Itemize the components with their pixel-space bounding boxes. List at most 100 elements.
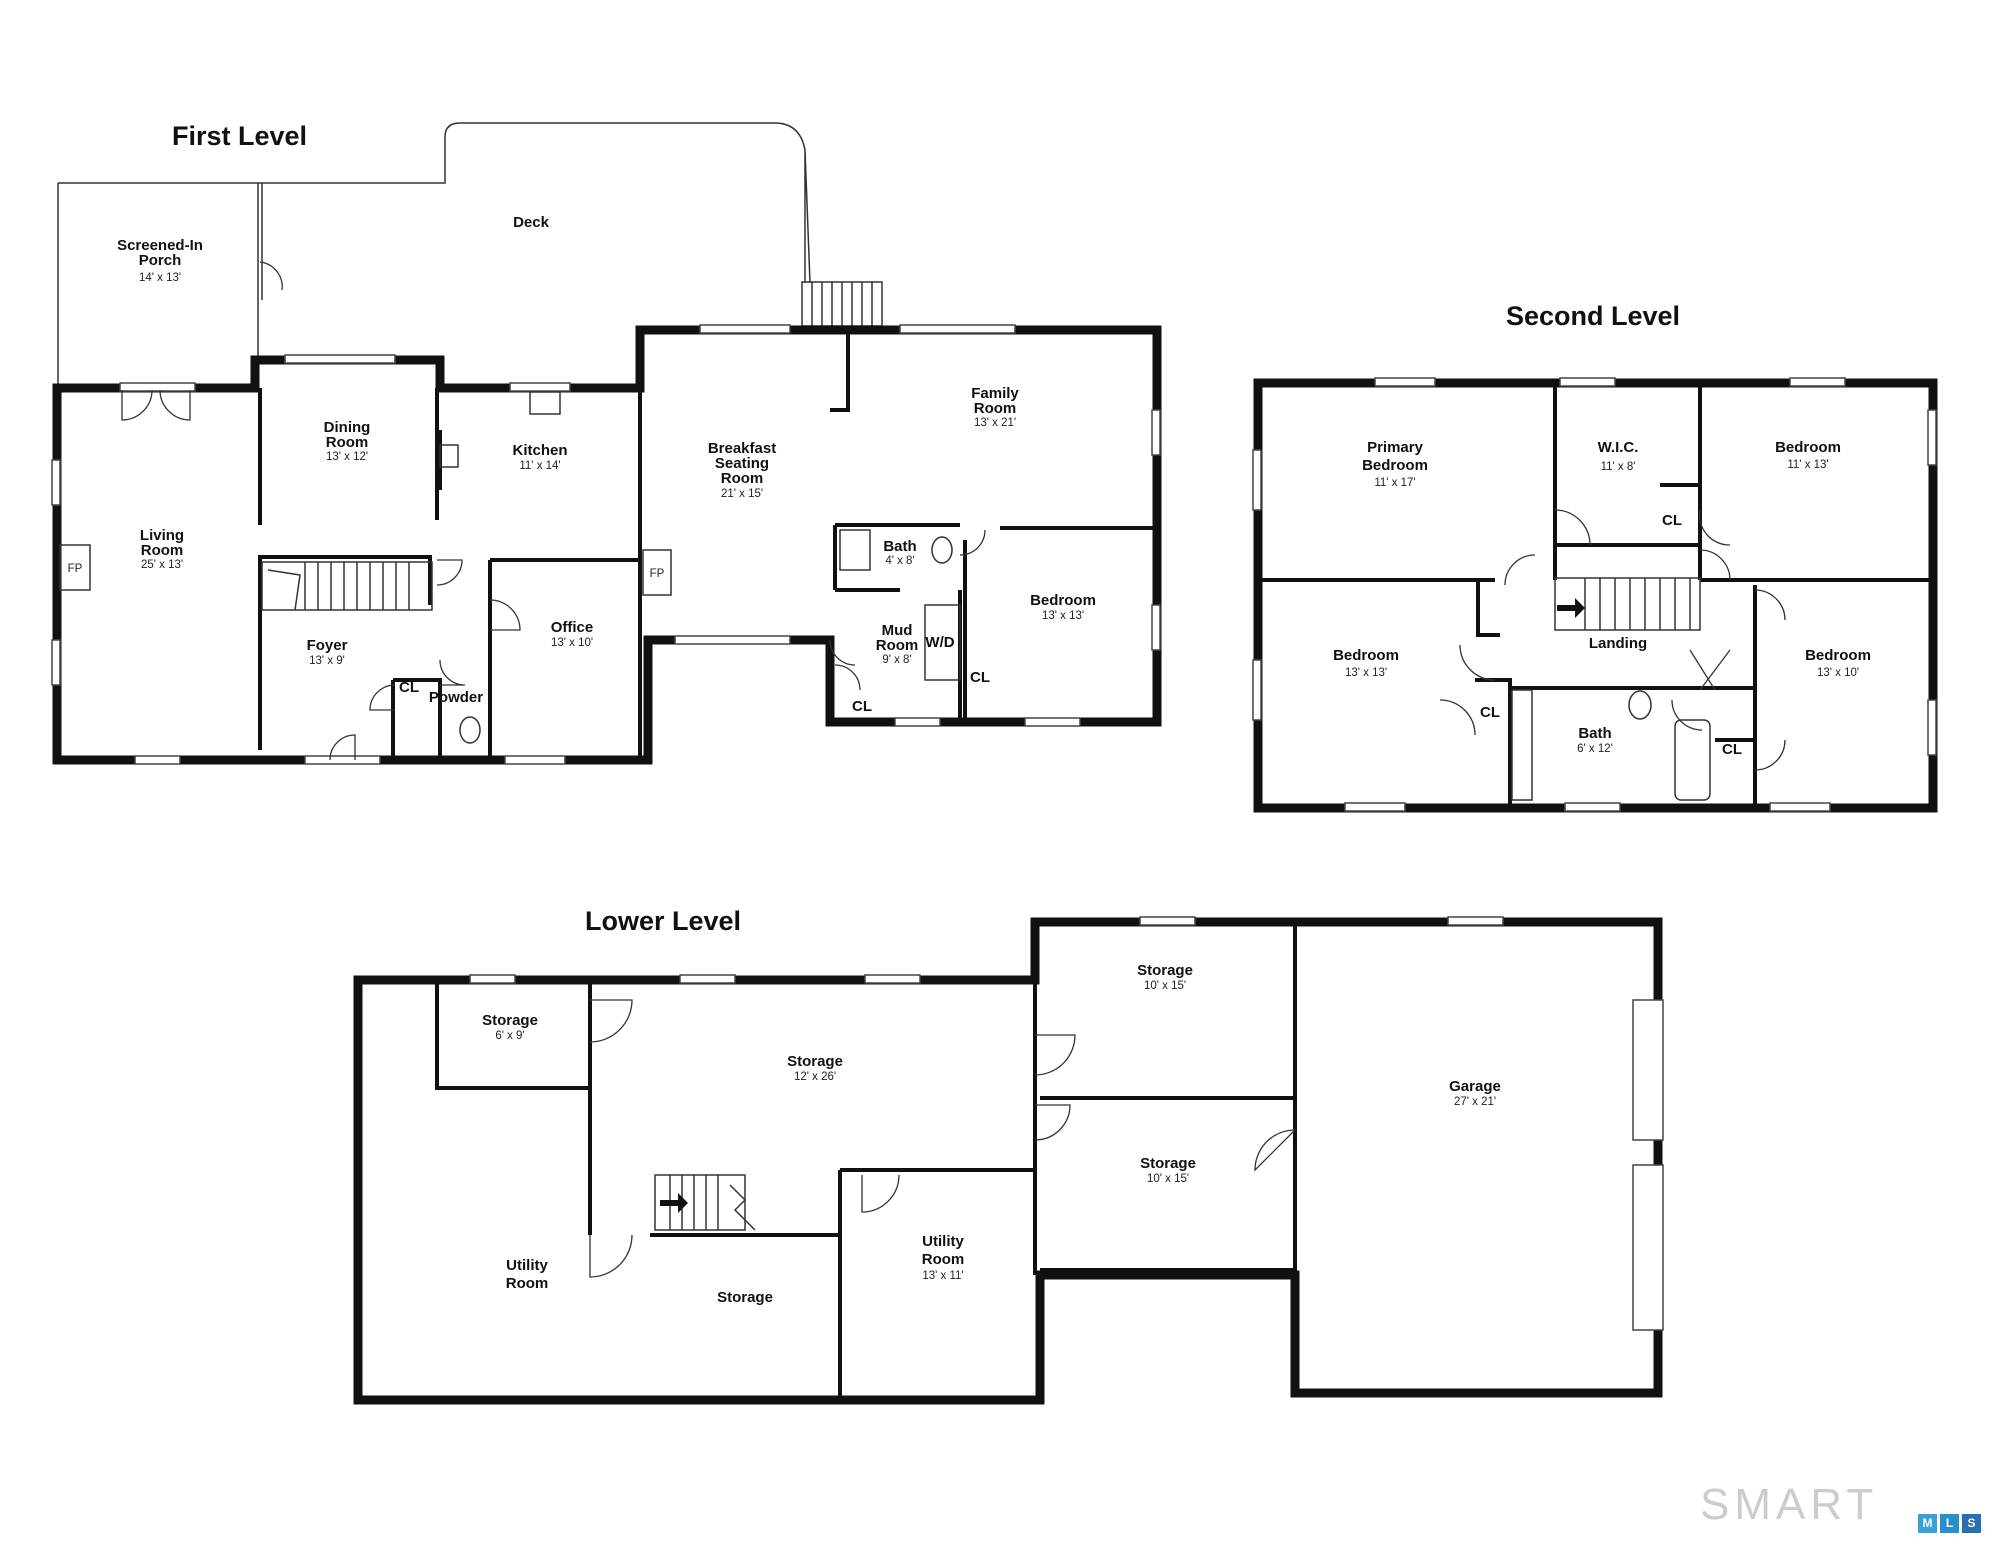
first-windows <box>51 324 1161 765</box>
lower-stairs-arrow <box>660 1193 688 1213</box>
mud-dims: 9' x 8' <box>882 654 911 666</box>
bed4-dims: 13' x 10' <box>1817 667 1859 679</box>
second-level-labels: Primary Bedroom 11' x 17' W.I.C. 11' x 8… <box>1333 439 1871 758</box>
storage5-name: Storage <box>717 1289 773 1306</box>
wd-label: W/D <box>925 634 954 651</box>
first-stairs <box>261 561 433 611</box>
deck-outline <box>57 122 811 385</box>
storage4-name: Storage <box>1140 1155 1196 1172</box>
cl-label-wic: CL <box>1662 512 1682 529</box>
cl-label-foyer: CL <box>399 679 419 696</box>
powder-label: Powder <box>429 689 483 706</box>
lower-level-title: Lower Level <box>585 906 741 936</box>
logo-tile-m: M <box>1918 1514 1937 1533</box>
foyer-dims: 13' x 9' <box>309 655 345 667</box>
second-level-title: Second Level <box>1506 301 1680 331</box>
stairs-arrow-up <box>1557 598 1585 618</box>
office-dims: 13' x 10' <box>551 637 593 649</box>
kitchen-name: Kitchen <box>512 442 567 459</box>
second-level-plan <box>1252 377 1938 813</box>
family-dims: 13' x 21' <box>974 417 1016 429</box>
first-exterior-wall-top <box>52 325 855 393</box>
first-interior-walls-b <box>830 330 1157 724</box>
storage4-dims: 10' x 15' <box>1147 1173 1189 1185</box>
wic-dims: 11' x 8' <box>1601 461 1636 473</box>
toilet-3 <box>1628 690 1652 720</box>
office-name: Office <box>551 619 594 636</box>
bed1-dims: 13' x 13' <box>1042 610 1084 622</box>
breakfast-dims: 21' x 15' <box>721 488 763 500</box>
living-fireplace <box>59 544 91 591</box>
lower-interior-walls <box>435 925 1297 1400</box>
dining-dims: 13' x 12' <box>326 451 368 463</box>
first-doors <box>121 261 986 761</box>
cl-label-bed3: CL <box>1480 704 1500 721</box>
lower-windows <box>469 916 1664 1331</box>
lower-stairs <box>654 1174 756 1231</box>
second-interior-walls-b <box>1460 578 1755 808</box>
bathtub <box>1674 719 1711 801</box>
bath1-name: Bath <box>883 538 916 555</box>
second-stairs <box>1554 577 1701 631</box>
storage1-name: Storage <box>482 1012 538 1029</box>
utility1-name-line1: Utility <box>506 1257 548 1274</box>
utility2-dims: 13' x 11' <box>922 1270 963 1282</box>
second-interior-walls-a <box>1258 383 1933 808</box>
second-windows <box>1252 377 1937 812</box>
storage3-dims: 10' x 15' <box>1144 980 1186 992</box>
first-exterior-wall-right <box>825 325 1162 727</box>
logo-text: SMART <box>1700 1480 1879 1529</box>
bed2-dims: 11' x 13' <box>1787 459 1828 471</box>
washer-dryer <box>924 604 961 681</box>
logo-tile-l: L <box>1940 1514 1959 1533</box>
cl-label-mud: CL <box>852 698 872 715</box>
vanity-sinks <box>1511 689 1533 801</box>
primary-name-line2: Bedroom <box>1362 457 1428 474</box>
fp-label-2: FP <box>650 568 665 580</box>
deck-stairs <box>801 281 883 327</box>
lower-level-labels: Storage 6' x 9' Storage 12' x 26' Storag… <box>482 962 1501 1306</box>
living-dims: 25' x 13' <box>141 559 183 571</box>
storage2-name: Storage <box>787 1053 843 1070</box>
logo-tile-s: S <box>1962 1514 1981 1533</box>
bath2-name: Bath <box>1578 725 1611 742</box>
primary-dims: 11' x 17' <box>1374 477 1415 489</box>
lower-level-plan <box>353 916 1664 1405</box>
first-level-plan: FP FP <box>51 122 1162 765</box>
kitchen-dims: 11' x 14' <box>519 460 560 472</box>
wic-name: W.I.C. <box>1598 439 1639 456</box>
bath1-dims: 4' x 8' <box>885 555 914 567</box>
primary-name-line1: Primary <box>1367 439 1424 456</box>
bed1-name: Bedroom <box>1030 592 1096 609</box>
garage-name: Garage <box>1449 1078 1501 1095</box>
deck-name: Deck <box>513 214 550 231</box>
foyer-name: Foyer <box>307 637 348 654</box>
cl-label-bed1: CL <box>970 669 990 686</box>
bath2-dims: 6' x 12' <box>1577 743 1613 755</box>
first-level-title: First Level <box>172 121 307 151</box>
utility2-name-line1: Utility <box>922 1233 964 1250</box>
garage-dims: 27' x 21' <box>1454 1096 1496 1108</box>
storage2-dims: 12' x 26' <box>794 1071 836 1083</box>
storage1-dims: 6' x 9' <box>495 1030 524 1042</box>
storage3-name: Storage <box>1137 962 1193 979</box>
toilet-1 <box>931 536 953 564</box>
second-doors <box>1439 509 1786 771</box>
lower-doors <box>589 999 1296 1278</box>
cl-label-bed4: CL <box>1722 741 1742 758</box>
landing-name: Landing <box>1589 635 1647 652</box>
porch-dims: 14' x 13' <box>139 272 181 284</box>
fp-label-1: FP <box>68 563 83 575</box>
breakfast-fireplace <box>642 549 672 596</box>
shower <box>839 529 871 571</box>
lower-exterior-wall <box>353 917 1663 1405</box>
bed4-name: Bedroom <box>1805 647 1871 664</box>
